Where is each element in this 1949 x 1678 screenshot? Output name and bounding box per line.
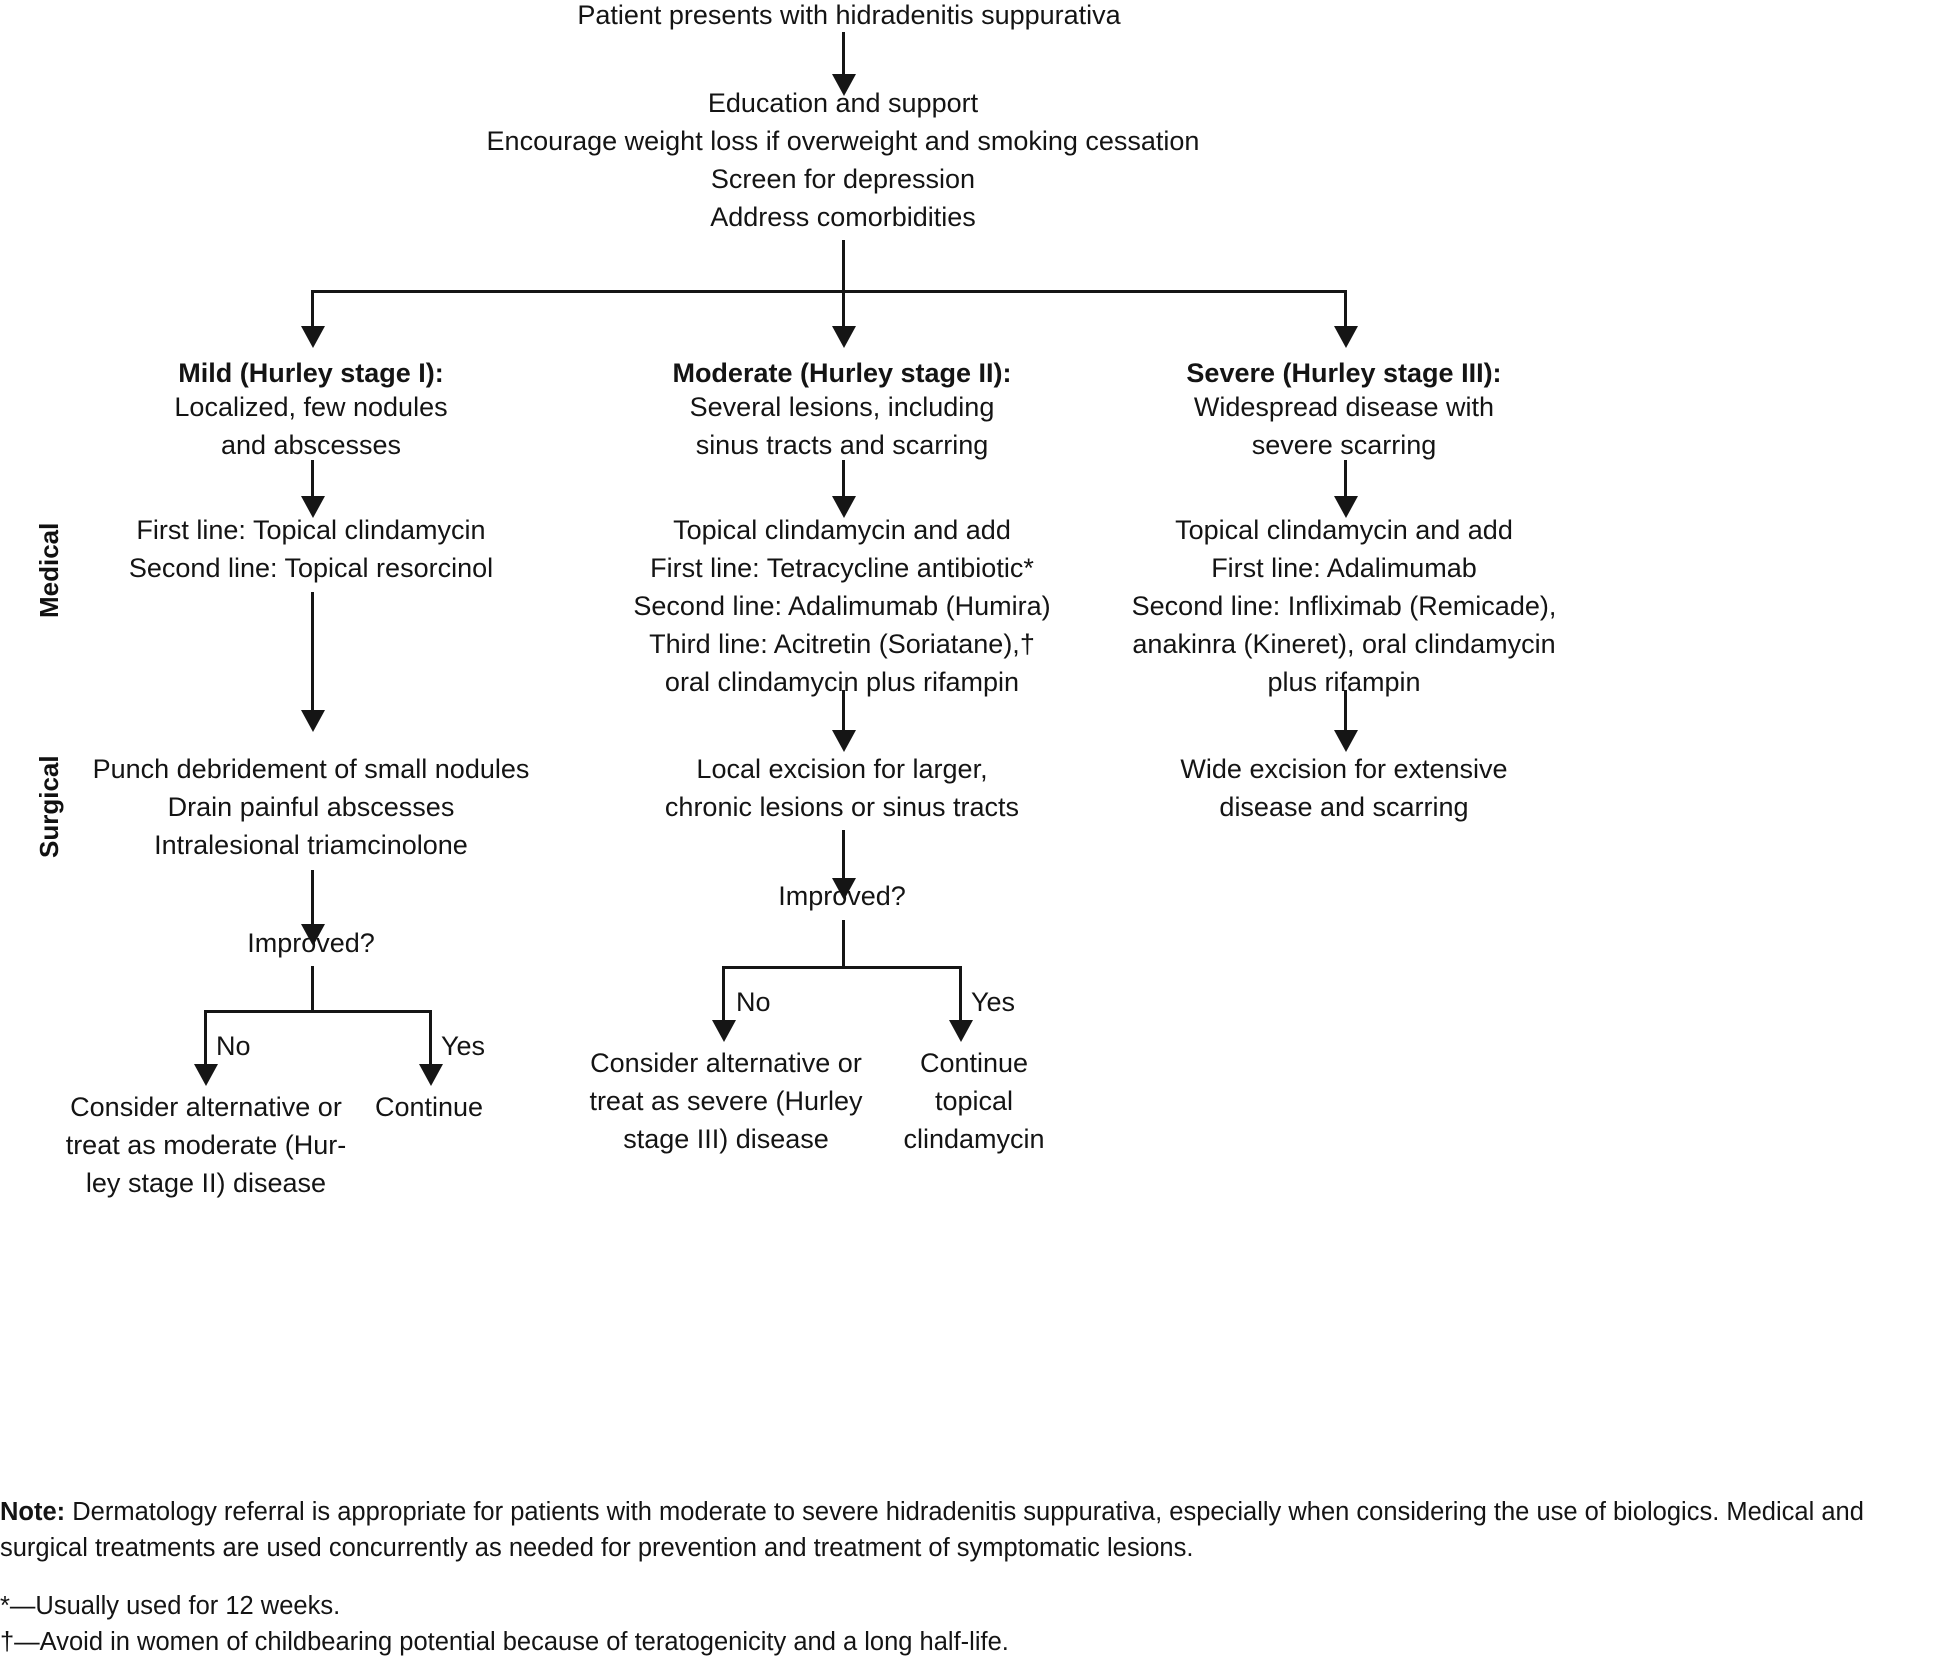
education-node: Education and support Encourage weight l… — [486, 88, 1200, 232]
column-mild-branch-no-label: No — [216, 1031, 251, 1061]
footnote-note: Note: Dermatology referral is appropriat… — [0, 1494, 1949, 1566]
connector-moderate-medical-to-surgical — [842, 690, 845, 738]
connector-split-rail — [311, 290, 1346, 293]
column-severe-description: Widespread disease with severe scarring — [1193, 392, 1495, 460]
footnote-gap — [0, 1566, 1949, 1588]
arrowhead-moderate-branch-yes — [949, 1020, 973, 1042]
column-moderate-heading: Moderate (Hurley stage II): — [672, 358, 1012, 388]
connector-severe-medical-to-surgical — [1344, 690, 1347, 738]
column-mild-heading: Mild (Hurley stage I): — [178, 358, 444, 388]
connector-severe-desc-to-medical — [1344, 460, 1347, 502]
column-moderate-outcome-no: Consider alternative or treat as severe … — [589, 1048, 863, 1154]
arrowhead-severe-medical-to-surgical — [1334, 730, 1358, 752]
column-moderate-outcome-yes: Continue topical clindamycin — [903, 1048, 1045, 1154]
footnote-dagger: †—Avoid in women of childbearing potenti… — [0, 1628, 1009, 1656]
footnote-asterisk: *—Usually used for 12 weeks. — [0, 1592, 341, 1620]
connector-rail-to-severe — [1344, 290, 1347, 332]
arrowhead-moderate-surgical-to-decision — [832, 878, 856, 900]
column-moderate-medical: Topical clindamycin and add First line: … — [633, 515, 1051, 697]
column-mild-decision: Improved? — [247, 928, 375, 958]
column-mild-medical: First line: Topical clindamycin Second l… — [128, 515, 494, 583]
connector-mild-decision-down — [311, 966, 314, 1012]
connector-education-down — [842, 240, 845, 292]
column-moderate-decision: Improved? — [778, 881, 906, 911]
column-moderate-branch-yes-label: Yes — [971, 987, 1016, 1017]
connector-mild-medical-to-surgical — [311, 592, 314, 716]
arrowhead-rail-to-moderate — [832, 326, 856, 348]
connector-moderate-branch-rail — [722, 966, 962, 969]
connector-mild-branch-no — [204, 1010, 207, 1072]
arrowhead-moderate-medical-to-surgical — [832, 730, 856, 752]
connector-mild-branch-rail — [204, 1010, 432, 1013]
arrowhead-moderate-branch-no — [712, 1020, 736, 1042]
column-mild-surgical: Punch debridement of small nodules Drain… — [92, 754, 530, 860]
arrowhead-mild-branch-no — [194, 1064, 218, 1086]
footnote-note-label: Note: — [0, 1498, 66, 1526]
connector-mild-surgical-to-decision — [311, 870, 314, 932]
arrowhead-mild-branch-yes — [419, 1064, 443, 1086]
column-severe-surgical: Wide excision for extensive disease and … — [1180, 754, 1508, 822]
connector-start-to-education — [842, 32, 845, 80]
arrowhead-severe-desc-to-medical — [1334, 496, 1358, 518]
connector-moderate-branch-no — [722, 966, 725, 1028]
connector-rail-to-mild — [311, 290, 314, 332]
arrowhead-mild-desc-to-medical — [301, 496, 325, 518]
connector-mild-branch-yes — [429, 1010, 432, 1072]
column-severe-medical: Topical clindamycin and add First line: … — [1131, 515, 1557, 697]
connector-moderate-decision-down — [842, 920, 845, 968]
connector-moderate-desc-to-medical — [842, 460, 845, 502]
arrowhead-rail-to-mild — [301, 326, 325, 348]
footnote-block: Note: Dermatology referral is appropriat… — [0, 1494, 1949, 1660]
connector-rail-to-moderate — [842, 290, 845, 332]
column-mild-outcome-yes: Continue — [374, 1092, 484, 1122]
start-node: Patient presents with hidradenitis suppu… — [577, 0, 1121, 30]
column-mild-branch-yes-label: Yes — [441, 1031, 486, 1061]
arrowhead-rail-to-severe — [1334, 326, 1358, 348]
footnote-note-text: Dermatology referral is appropriate for … — [0, 1498, 1864, 1562]
column-mild-outcome-no: Consider alternative or treat as moderat… — [65, 1092, 347, 1198]
arrowhead-mild-surgical-to-decision — [301, 924, 325, 946]
column-moderate-surgical: Local excision for larger, chronic lesio… — [664, 754, 1020, 822]
connector-moderate-surgical-to-decision — [842, 830, 845, 886]
connector-moderate-branch-yes — [959, 966, 962, 1028]
column-moderate-description: Several lesions, including sinus tracts … — [689, 392, 995, 460]
arrowhead-start-to-education — [832, 74, 856, 96]
connector-mild-desc-to-medical — [311, 460, 314, 502]
column-mild-description: Localized, few nodules and abscesses — [174, 392, 448, 460]
column-severe-heading: Severe (Hurley stage III): — [1186, 358, 1502, 388]
column-moderate-branch-no-label: No — [736, 987, 771, 1017]
arrowhead-moderate-desc-to-medical — [832, 496, 856, 518]
arrowhead-mild-medical-to-surgical — [301, 710, 325, 732]
